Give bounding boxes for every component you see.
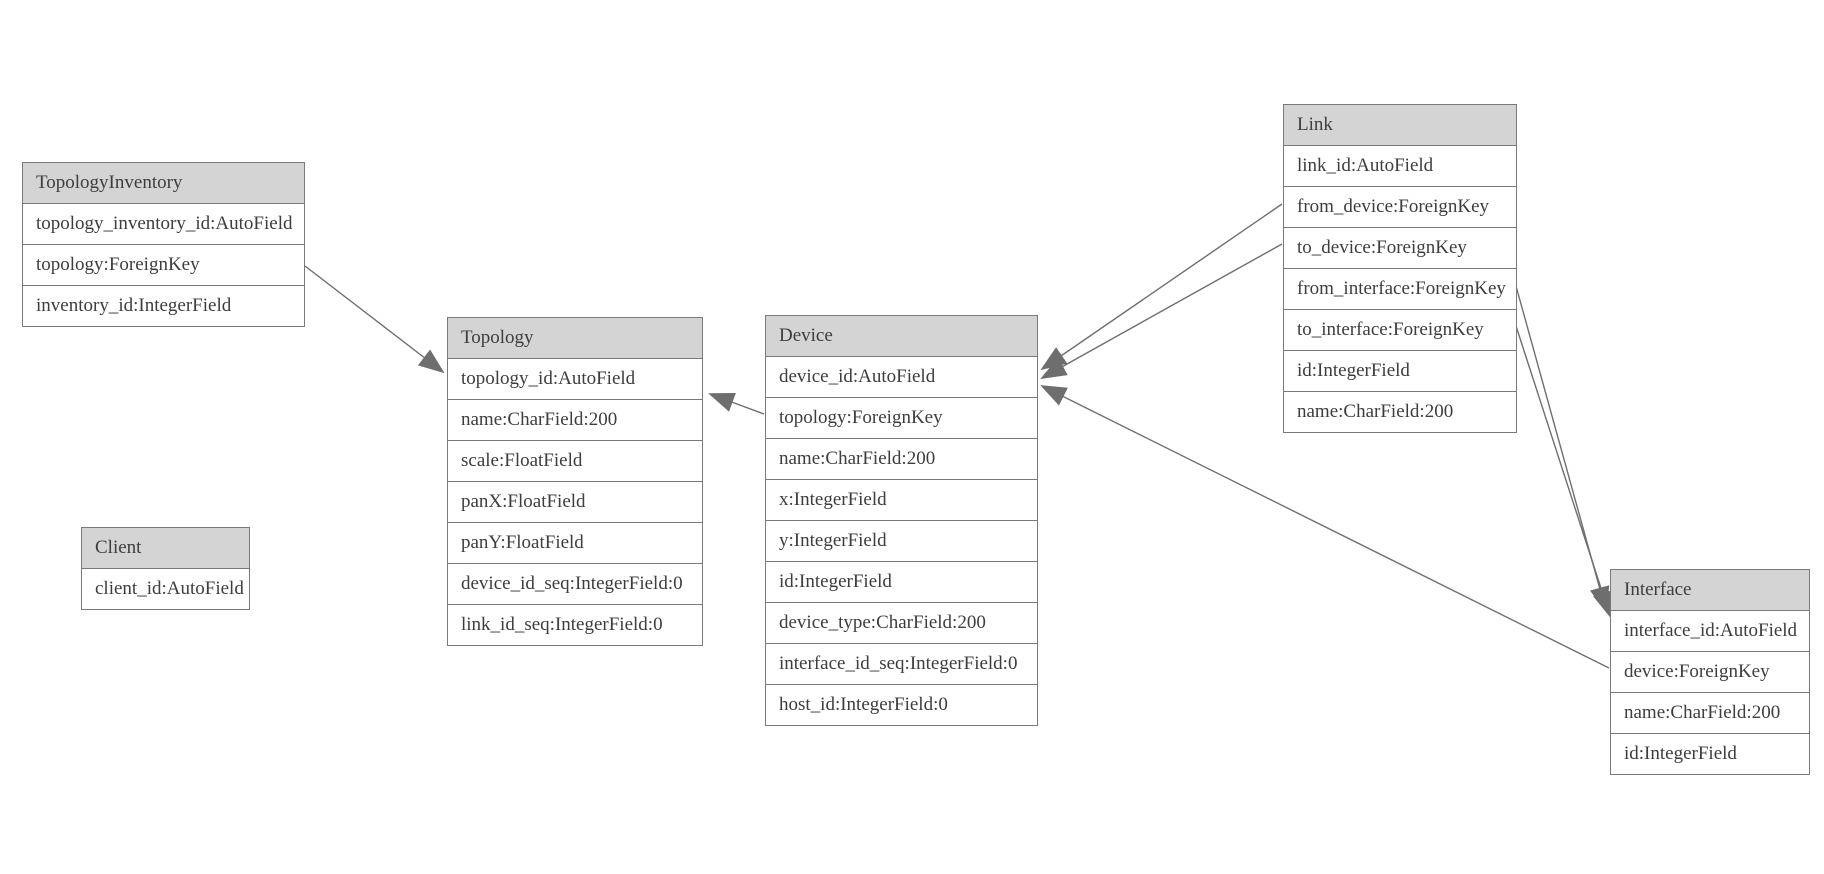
field-row: topology_id:AutoField <box>448 359 702 400</box>
field-row: topology_inventory_id:AutoField <box>23 204 304 245</box>
field-row: y:IntegerField <box>766 521 1037 562</box>
field-row: name:CharField:200 <box>766 439 1037 480</box>
field-row: id:IntegerField <box>1611 734 1809 774</box>
entity-link: Link link_id:AutoField from_device:Forei… <box>1283 104 1517 433</box>
field-row: device_id_seq:IntegerField:0 <box>448 564 702 605</box>
field-row: panX:FloatField <box>448 482 702 523</box>
entity-device: Device device_id:AutoField topology:Fore… <box>765 315 1038 726</box>
entity-title: Device <box>766 316 1037 357</box>
field-row: name:CharField:200 <box>1611 693 1809 734</box>
field-row: from_device:ForeignKey <box>1284 187 1516 228</box>
field-row: panY:FloatField <box>448 523 702 564</box>
field-row: device_id:AutoField <box>766 357 1037 398</box>
entity-interface: Interface interface_id:AutoField device:… <box>1610 569 1810 775</box>
field-row: id:IntegerField <box>766 562 1037 603</box>
connector-link-to-device-to-device <box>1040 243 1283 379</box>
connector-link-from-interface-to-interface <box>1515 285 1610 613</box>
field-row: link_id_seq:IntegerField:0 <box>448 605 702 645</box>
field-row: interface_id:AutoField <box>1611 611 1809 652</box>
field-row: device:ForeignKey <box>1611 652 1809 693</box>
field-row: interface_id_seq:IntegerField:0 <box>766 644 1037 685</box>
connector-link-from-device-to-device <box>1040 203 1283 371</box>
entity-topology: Topology topology_id:AutoField name:Char… <box>447 317 703 646</box>
field-row: device_type:CharField:200 <box>766 603 1037 644</box>
entity-client: Client client_id:AutoField <box>81 527 250 610</box>
field-row: scale:FloatField <box>448 441 702 482</box>
connector-topologyinventory-to-topology <box>304 265 445 374</box>
entity-topology-inventory: TopologyInventory topology_inventory_id:… <box>22 162 305 327</box>
field-row: name:CharField:200 <box>448 400 702 441</box>
connector-link-to-interface-to-interface <box>1515 325 1613 618</box>
entity-title: Link <box>1284 105 1516 146</box>
field-row: topology:ForeignKey <box>23 245 304 286</box>
field-row: topology:ForeignKey <box>766 398 1037 439</box>
field-row: client_id:AutoField <box>82 569 249 609</box>
entity-title: Interface <box>1611 570 1809 611</box>
field-row: host_id:IntegerField:0 <box>766 685 1037 725</box>
field-row: to_device:ForeignKey <box>1284 228 1516 269</box>
field-row: x:IntegerField <box>766 480 1037 521</box>
field-row: link_id:AutoField <box>1284 146 1516 187</box>
entity-title: TopologyInventory <box>23 163 304 204</box>
field-row: name:CharField:200 <box>1284 392 1516 432</box>
field-row: id:IntegerField <box>1284 351 1516 392</box>
field-row: inventory_id:IntegerField <box>23 286 304 326</box>
connector-device-to-topology <box>708 392 765 415</box>
field-row: from_interface:ForeignKey <box>1284 269 1516 310</box>
field-row: to_interface:ForeignKey <box>1284 310 1516 351</box>
entity-title: Topology <box>448 318 702 359</box>
entity-title: Client <box>82 528 249 569</box>
